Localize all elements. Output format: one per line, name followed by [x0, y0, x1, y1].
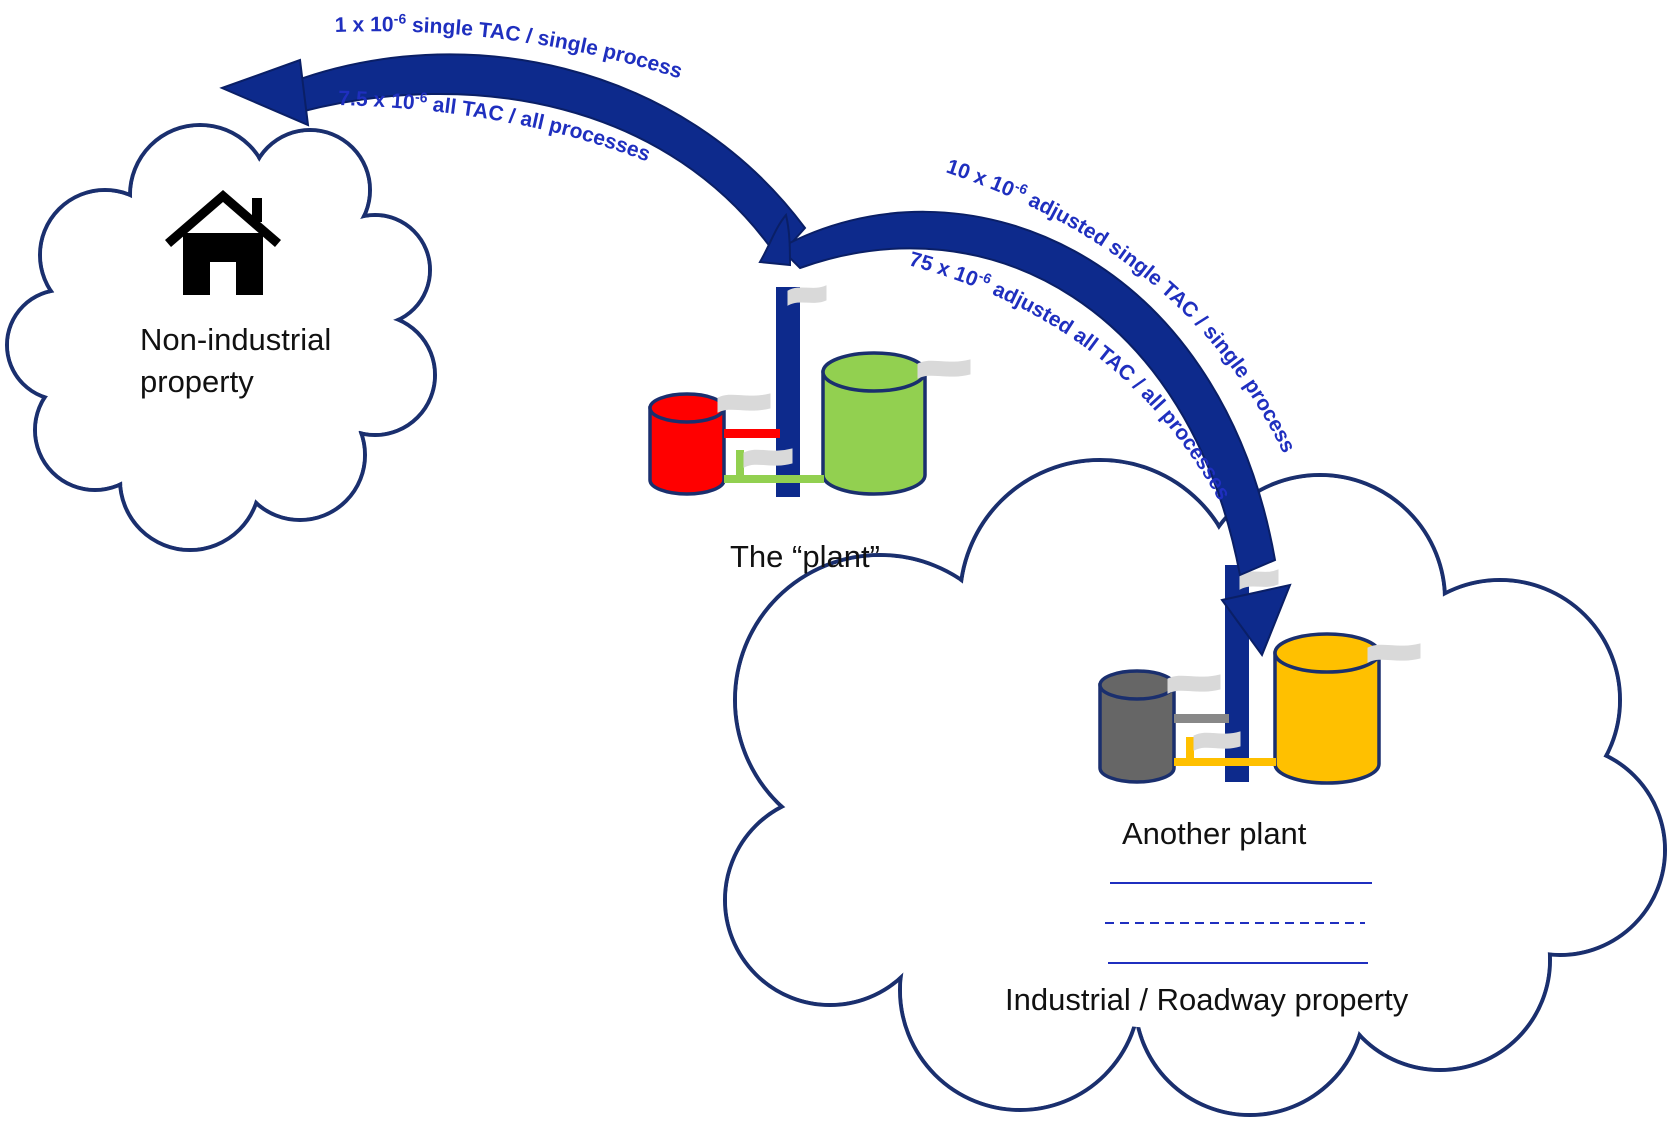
house-icon: [165, 190, 281, 295]
plant-green-tank: [821, 351, 971, 496]
plant-stack: [776, 287, 800, 497]
threshold-lines: [1105, 882, 1372, 964]
plant-icon: [648, 285, 971, 497]
another-plant-gray-pipe: [1174, 714, 1229, 723]
another-plant-label: Another plant: [1122, 816, 1307, 851]
plant-stack-flag: [787, 285, 827, 306]
non-industrial-cloud: [5, 123, 437, 552]
plant-red-pipe: [724, 429, 780, 438]
non-industrial-label-line1: Non-industrial: [140, 322, 331, 357]
non-industrial-label-line2: property: [140, 364, 254, 399]
arrow-to-industrial: [758, 210, 1292, 658]
plant-red-tank: [648, 392, 771, 496]
another-plant-gray-tank: [1098, 669, 1221, 784]
another-plant-yellow-tank: [1273, 632, 1421, 785]
plant-label: The “plant”: [730, 539, 880, 574]
industrial-label: Industrial / Roadway property: [1005, 982, 1409, 1017]
another-plant-yellow-pipe: [1174, 758, 1276, 766]
plant-green-pipe: [724, 475, 824, 483]
